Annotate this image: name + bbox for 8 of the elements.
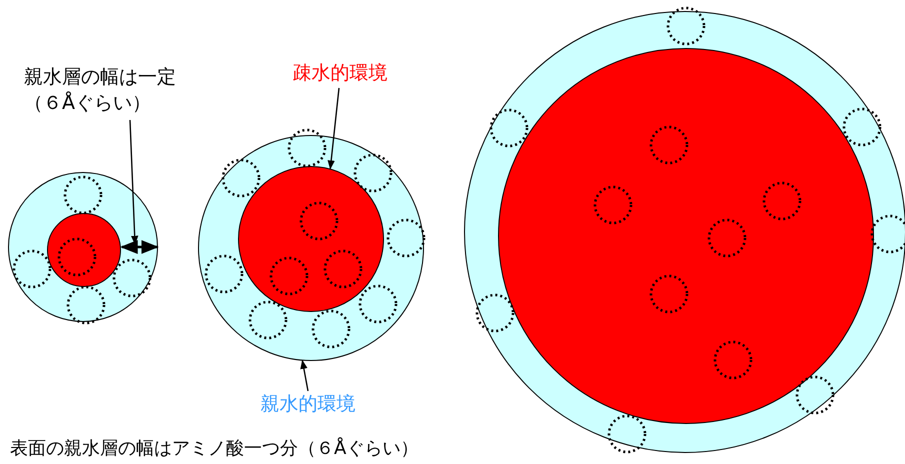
leader-arrow xyxy=(300,360,309,392)
leader-arrow xyxy=(328,88,340,170)
hydrophobic-core-circle xyxy=(46,212,120,286)
note-text: 表面の親水層の幅はアミノ酸一つ分（６Åぐらい） xyxy=(10,436,418,461)
leader-arrow xyxy=(129,120,138,245)
callout-text: 疎水的環境 xyxy=(270,60,410,86)
callout-text: 親水的環境 xyxy=(238,391,378,417)
callout-text: 親水層の幅は一定（６Åぐらい） xyxy=(24,64,209,116)
